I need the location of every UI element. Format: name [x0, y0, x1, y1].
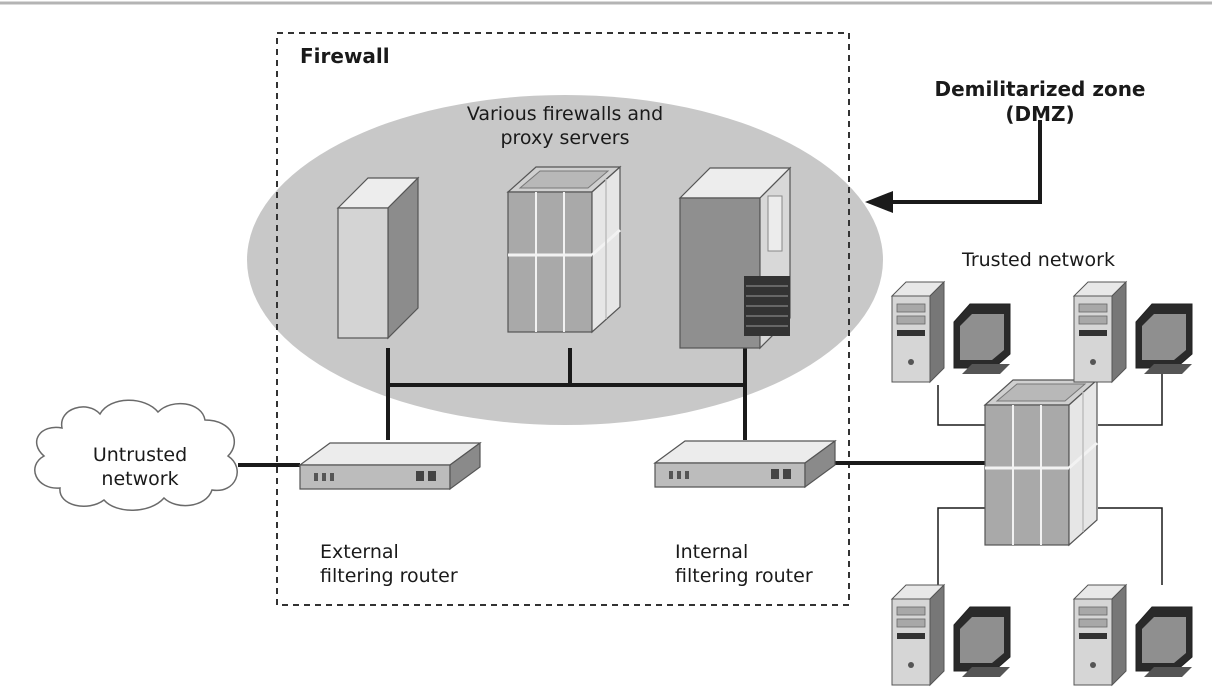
untrusted-network-label-line2: network — [101, 468, 179, 490]
internal-router-label-line1: Internal — [675, 541, 749, 563]
external-router-icon — [299, 442, 481, 490]
external-router-label-line2: filtering router — [320, 565, 458, 587]
workstation-icon — [891, 281, 1011, 383]
rack-server-icon — [678, 166, 792, 350]
dmz-label-line2: (DMZ) — [1005, 102, 1075, 126]
firewall-title: Firewall — [300, 44, 390, 68]
dmz-label: Demilitarized zone (DMZ) — [920, 77, 1160, 127]
cloud-icon — [34, 399, 238, 511]
proxy-zone-label-line1: Various firewalls and — [466, 103, 664, 125]
workstation-icon — [1073, 281, 1193, 383]
proxy-zone-label: Various firewalls and proxy servers — [440, 102, 690, 150]
tower-server-icon — [337, 177, 419, 339]
cube-server-icon — [506, 165, 622, 334]
dmz-arrowhead — [865, 191, 893, 213]
workstation-icon — [1073, 584, 1193, 686]
internal-router-icon — [654, 440, 836, 488]
internal-router-label-line2: filtering router — [675, 565, 813, 587]
trusted-network-label: Trusted network — [962, 249, 1115, 271]
workstation-icon — [891, 584, 1011, 686]
internal-router-label: Internal filtering router — [675, 540, 813, 588]
trusted-network-links — [937, 362, 1163, 585]
external-router-label-line1: External — [320, 541, 399, 563]
proxy-zone-label-line2: proxy servers — [500, 127, 630, 149]
firewall-boundary-box — [276, 32, 850, 606]
untrusted-network-label-line1: Untrusted — [92, 444, 188, 466]
dmz-label-line1: Demilitarized zone — [934, 77, 1146, 101]
untrusted-network-label: Untrusted network — [80, 443, 200, 491]
external-router-label: External filtering router — [320, 540, 458, 588]
hub-server-icon — [983, 378, 1099, 547]
connection-lines — [238, 120, 1042, 467]
